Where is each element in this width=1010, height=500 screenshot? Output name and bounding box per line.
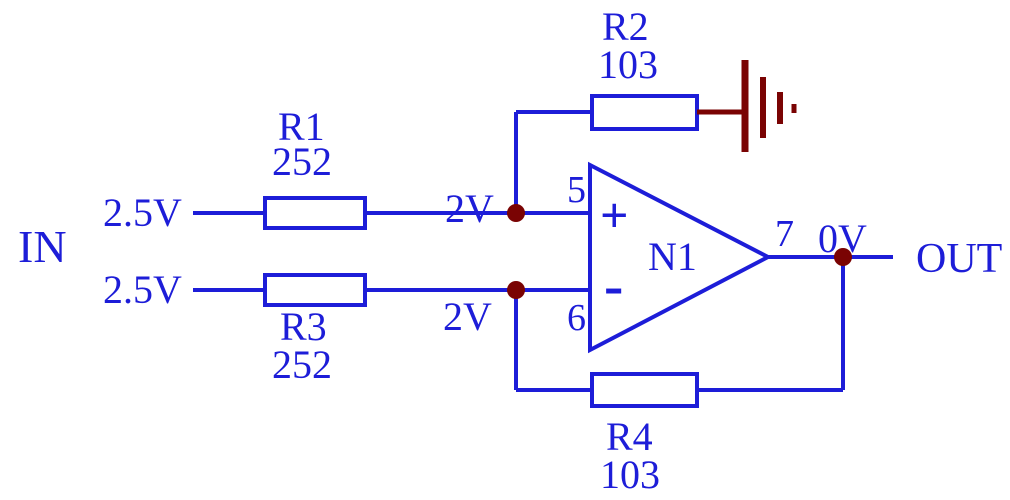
resistor-r1-body [263,196,367,230]
resistor-r3-body [263,273,367,307]
top-node-voltage-label: 2V [445,186,494,231]
resistor-r4-value: 103 [600,452,660,497]
opamp-pin7-label: 7 [775,213,794,255]
opamp-plus-sign: + [600,187,629,243]
junction-dot-output-node [834,248,852,266]
junction-dot-bottom-node [507,281,525,299]
out-label: OUT [916,236,1002,282]
opamp-minus-sign: - [604,253,623,318]
resistor-r3-ref: R3 [280,304,327,349]
opamp-pin6-label: 6 [567,297,586,339]
opamp-body [588,161,773,354]
in-label: IN [18,221,67,272]
bottom-node-voltage-label: 2V [443,294,492,339]
resistor-r4-ref: R4 [606,414,653,459]
wires [193,110,893,392]
resistor-r1-value: 252 [272,139,332,184]
top-input-voltage-label: 2.5V [103,190,182,235]
resistor-r3-value: 252 [272,342,332,387]
output-voltage-label: 0V [818,216,867,261]
opamp-pin5-label: 5 [567,169,586,211]
resistor-r4-body [590,372,699,408]
junction-dot-top-node [507,204,525,222]
resistor-r2-body [590,94,699,131]
resistor-r2-ref: R2 [602,4,649,49]
power-ground-icon [697,60,797,152]
opamp-ref-label: N1 [648,234,697,279]
resistor-r2-value: 103 [598,42,658,87]
bottom-input-voltage-label: 2.5V [103,267,182,312]
resistor-r1-ref: R1 [278,104,325,149]
